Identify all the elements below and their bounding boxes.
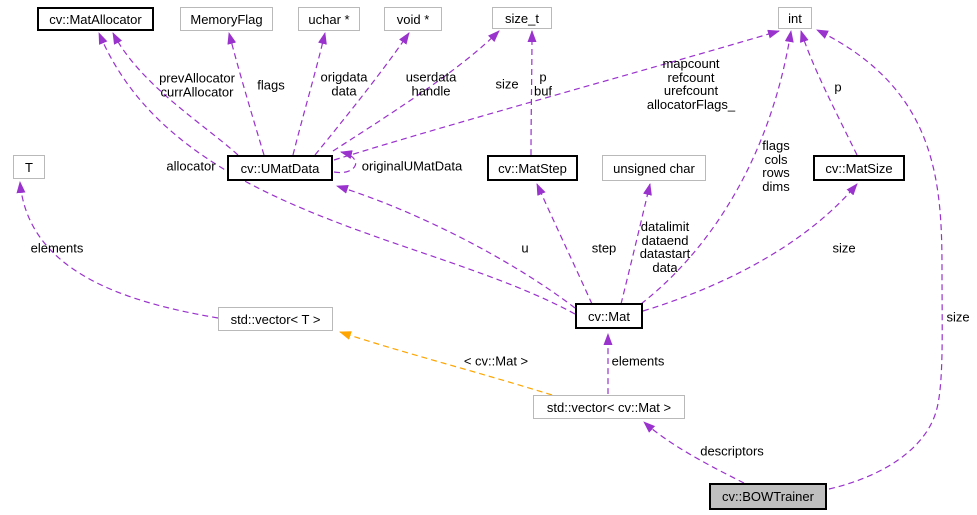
edge-label-size-umatdata: size (495, 76, 519, 92)
node-cv-umatdata[interactable]: cv::UMatData (227, 155, 333, 181)
edge-mat-int (640, 30, 794, 305)
edge-umatdata-memoryflag (227, 32, 265, 156)
edge-mat-umatdata (336, 184, 576, 309)
edge-umatdata-uchar (292, 32, 327, 156)
edge-label-userdata-handle: userdata handle (405, 69, 457, 98)
node-cv-matsize[interactable]: cv::MatSize (813, 155, 905, 181)
node-unsigned-char: unsigned char (602, 155, 706, 181)
node-std-vector-cv-mat: std::vector< cv::Mat > (533, 395, 685, 419)
edge-label-allocator: allocator (166, 158, 216, 174)
edge-label-size-bowtrainer: size (946, 309, 970, 325)
edge-label-origdata-data: origdata data (320, 69, 368, 98)
node-t: T (13, 155, 45, 179)
edge-label-originalumatdata: originalUMatData (361, 158, 463, 174)
edge-label-elements-mat: elements (611, 353, 665, 369)
edge-mat-matallocator (98, 32, 576, 315)
node-std-vector-t: std::vector< T > (218, 307, 333, 331)
edge-bowtrainer-int (816, 29, 943, 490)
edge-label-size-matsize: size (832, 240, 856, 256)
node-void-pointer: void * (384, 7, 442, 31)
edge-label-mapcount-refcount: mapcount refcount urefcount allocatorFla… (646, 56, 736, 112)
edge-label-flags-umatdata: flags (257, 77, 285, 93)
edge-label-p-matsize: p (834, 79, 842, 95)
node-cv-mat[interactable]: cv::Mat (575, 303, 643, 329)
edge-label-template-cv-mat: < cv::Mat > (463, 353, 529, 369)
node-cv-matallocator[interactable]: cv::MatAllocator (37, 7, 154, 31)
edge-umatdata-matallocator (112, 32, 239, 156)
edge-matstep-sizet (527, 30, 537, 156)
edge-matsize-int (800, 30, 858, 156)
edge-label-u: u (521, 240, 529, 256)
edge-label-prevallocator-currallocator: prevAllocator currAllocator (159, 70, 235, 99)
edge-umatdata-void (314, 32, 410, 156)
node-cv-matstep[interactable]: cv::MatStep (487, 155, 578, 181)
edge-label-step: step (591, 240, 617, 256)
edge-label-p-buf: p buf (533, 69, 553, 98)
node-size-t: size_t (492, 7, 552, 29)
edge-umatdata-self-loop (333, 150, 357, 174)
edge-label-descriptors: descriptors (700, 443, 764, 459)
edge-label-flags-cols-rows-dims: flags cols rows dims (762, 138, 790, 194)
node-cv-bowtrainer: cv::BOWTrainer (709, 483, 827, 510)
edge-label-datalimit-dataend: datalimit dataend datastart data (639, 219, 691, 275)
edge-mat-matstep (536, 183, 593, 305)
edge-bowtrainer-vectormat (643, 421, 745, 484)
node-uchar-pointer: uchar * (298, 7, 360, 31)
edge-vectormat-vectort-template (339, 331, 553, 396)
edge-umatdata-int (333, 29, 780, 161)
edge-mat-unsignedchar (620, 183, 652, 305)
edge-umatdata-sizet (332, 30, 500, 152)
edge-mat-matsize (642, 183, 858, 312)
node-int: int (778, 7, 812, 29)
node-memoryflag: MemoryFlag (180, 7, 273, 31)
edge-label-elements-t: elements (30, 240, 84, 256)
